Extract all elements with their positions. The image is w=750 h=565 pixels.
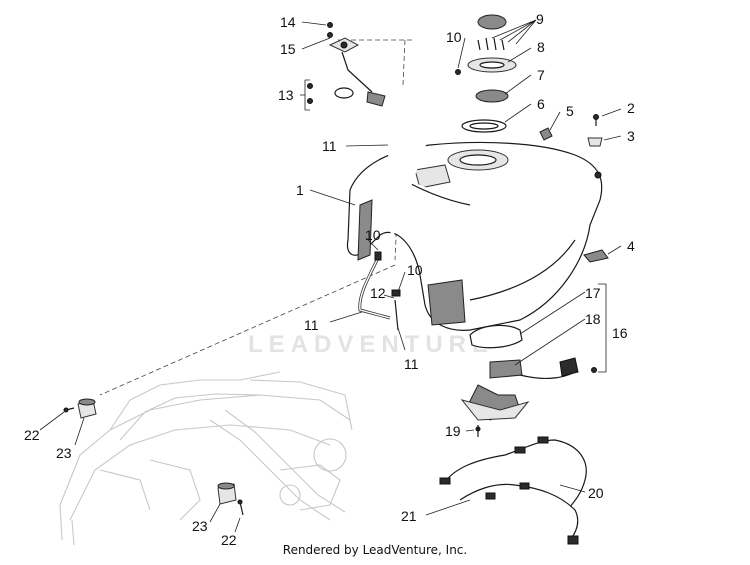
callout-10-top: 10 xyxy=(446,29,462,45)
callout-14: 14 xyxy=(280,14,296,30)
callout-18: 18 xyxy=(585,311,601,327)
callout-21: 21 xyxy=(401,508,417,524)
callout-23-left: 23 xyxy=(56,445,72,461)
callout-5: 5 xyxy=(566,103,574,119)
callout-11-left: 11 xyxy=(304,317,319,333)
callout-6: 6 xyxy=(537,96,545,112)
callout-16: 16 xyxy=(612,325,628,341)
fuel-tank xyxy=(346,141,603,331)
callout-4: 4 xyxy=(627,238,635,254)
leader-lines xyxy=(39,19,622,533)
callout-23-bottom: 23 xyxy=(192,518,208,534)
callout-2: 2 xyxy=(627,100,635,116)
callout-7: 7 xyxy=(537,67,545,83)
callout-11-upper: 11 xyxy=(322,138,337,154)
render-credit: Rendered by LeadVenture, Inc. xyxy=(282,543,468,557)
callout-10-lower: 10 xyxy=(407,262,423,278)
callout-3: 3 xyxy=(627,128,635,144)
callout-20: 20 xyxy=(588,485,604,501)
callout-17: 17 xyxy=(585,285,601,301)
filler-assembly xyxy=(455,14,517,133)
level-sender xyxy=(307,22,386,107)
fuel-pump xyxy=(460,324,597,437)
mounting-hardware xyxy=(539,114,609,263)
callout-15: 15 xyxy=(280,41,296,57)
callout-22-bottom: 22 xyxy=(221,532,237,548)
callout-11-bottom: 11 xyxy=(404,356,419,372)
drain-hose-assembly xyxy=(358,251,401,331)
callout-13: 13 xyxy=(278,87,294,103)
wiring-harness xyxy=(439,436,587,545)
rubber-bumpers xyxy=(63,398,244,516)
callout-19: 19 xyxy=(445,423,461,439)
callout-22-left: 22 xyxy=(24,427,40,443)
callout-9: 9 xyxy=(536,11,544,27)
callout-1: 1 xyxy=(296,182,304,198)
frame-ghost xyxy=(59,371,353,546)
callout-8: 8 xyxy=(537,39,545,55)
breather-hose-inner xyxy=(386,76,451,241)
callout-numbers: 14 15 13 11 1 10 9 8 7 6 5 2 3 4 10 10 1… xyxy=(24,11,635,548)
callout-12: 12 xyxy=(370,285,386,301)
watermark-text: LEADVENTURE xyxy=(248,331,494,358)
callout-10-left: 10 xyxy=(365,227,381,243)
